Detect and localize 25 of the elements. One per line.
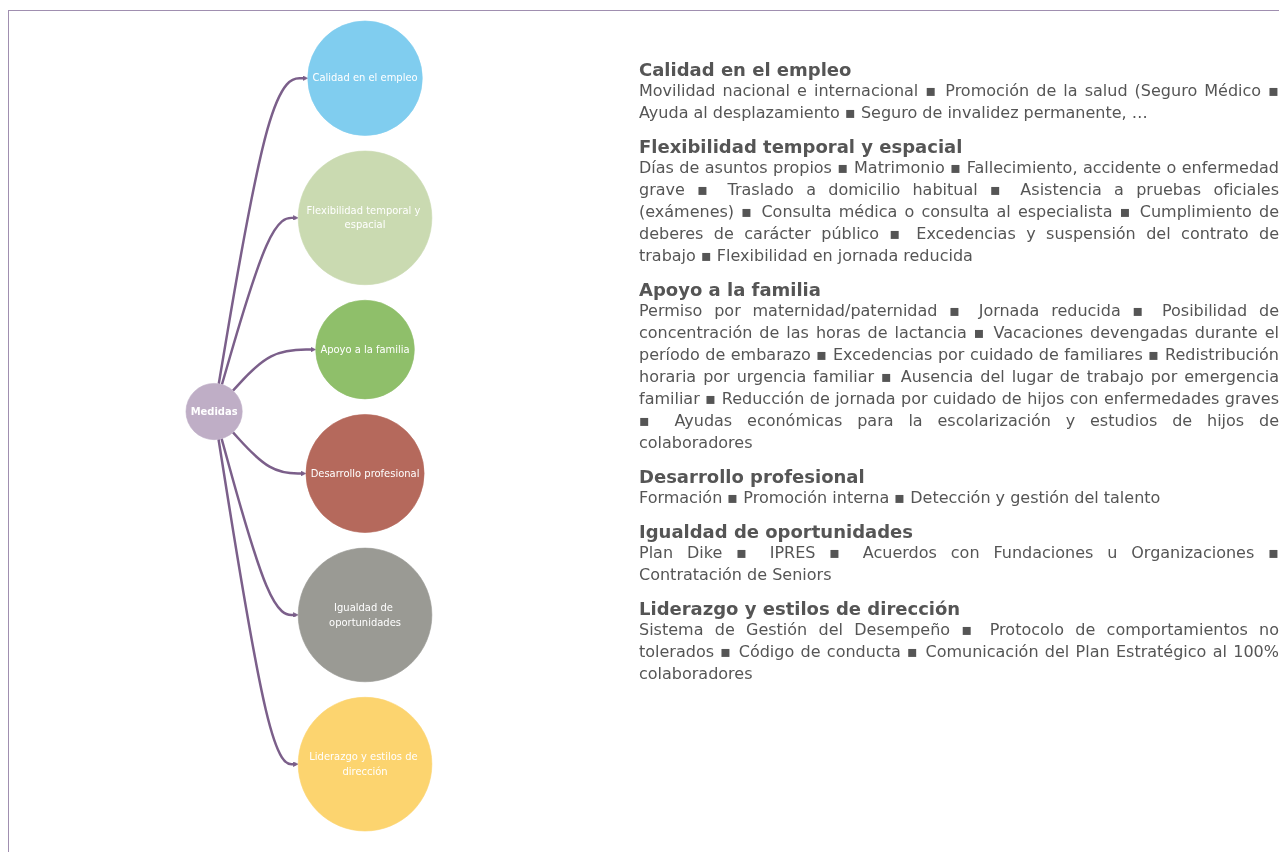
section-heading: Igualdad de oportunidades [639, 521, 914, 542]
section-text: Plan Dike ▪ IPRES ▪ Acuerdos con Fundaciones u Organizaciones ▪ Contratación de Seniors [639, 542, 1279, 586]
arrow [217, 439, 299, 767]
node-circle: Liderazgo y estilos de dirección [297, 697, 433, 832]
section-text: Días de asuntos propios ▪ Matrimonio ▪ Fallecimiento, accidente o enfermedad grave ▪ Traslado a domicilio habitual ▪ Asistencia a pruebas oficiales (exámenes) ▪ Consulta médica o consulta al especialista ▪ Cumplimiento de deberes de carácter público ▪ Excedencias y suspensión del contrato de trabajo ▪ Flexibilidad en jornada reducida [639, 157, 1279, 267]
node-circle: Flexibilidad temporal y espacial [297, 150, 433, 286]
section-heading: Apoyo a la familia [639, 279, 822, 300]
node-circle: Medidas [185, 383, 243, 440]
section-text: Formación ▪ Promoción interna ▪ Detección y gestión del talento [639, 487, 1162, 509]
section-text: Movilidad nacional e internacional ▪ Promoción de la salud (Seguro Médico ▪ Ayuda al desplazamiento ▪ Seguro de invalidez permanente, … [639, 80, 1279, 124]
arrow [232, 346, 317, 392]
section-heading: Calidad en el empleo [639, 59, 853, 80]
node-circle: Igualdad de oportunidades [297, 547, 433, 683]
section-heading: Flexibilidad temporal y espacial [639, 136, 964, 157]
arrow [217, 75, 309, 384]
arrow [220, 215, 299, 385]
arrow [232, 431, 307, 477]
section-heading: Liderazgo y estilos de dirección [639, 598, 962, 619]
node-circle: Apoyo a la familia [315, 299, 415, 400]
node-circle: Calidad en el empleo [307, 20, 423, 136]
node-circle: Desarrollo profesional [305, 414, 425, 533]
section-text: Sistema de Gestión del Desempeño ▪ Protocolo de comportamientos no tolerados ▪ Código de conducta ▪ Comunicación del Plan Estratégico al 100% colaboradores [639, 619, 1279, 685]
section-heading: Desarrollo profesional [639, 466, 866, 487]
section-text: Permiso por maternidad/paternidad ▪ Jornada reducida ▪ Posibilidad de concentración de las horas de lactancia ▪ Vacaciones devengadas durante el período de embarazo ▪ Excedencias por cuidado de familiares ▪ Redistribución horaria por urgencia familiar ▪ Ausencia del lugar de trabajo por emergencia familiar ▪ Reducción de jornada por cuidado de hijos con enfermedades graves ▪ Ayudas económicas para la escolarización y estudios de hijos de colaboradores [639, 300, 1279, 454]
arrow [220, 438, 299, 618]
